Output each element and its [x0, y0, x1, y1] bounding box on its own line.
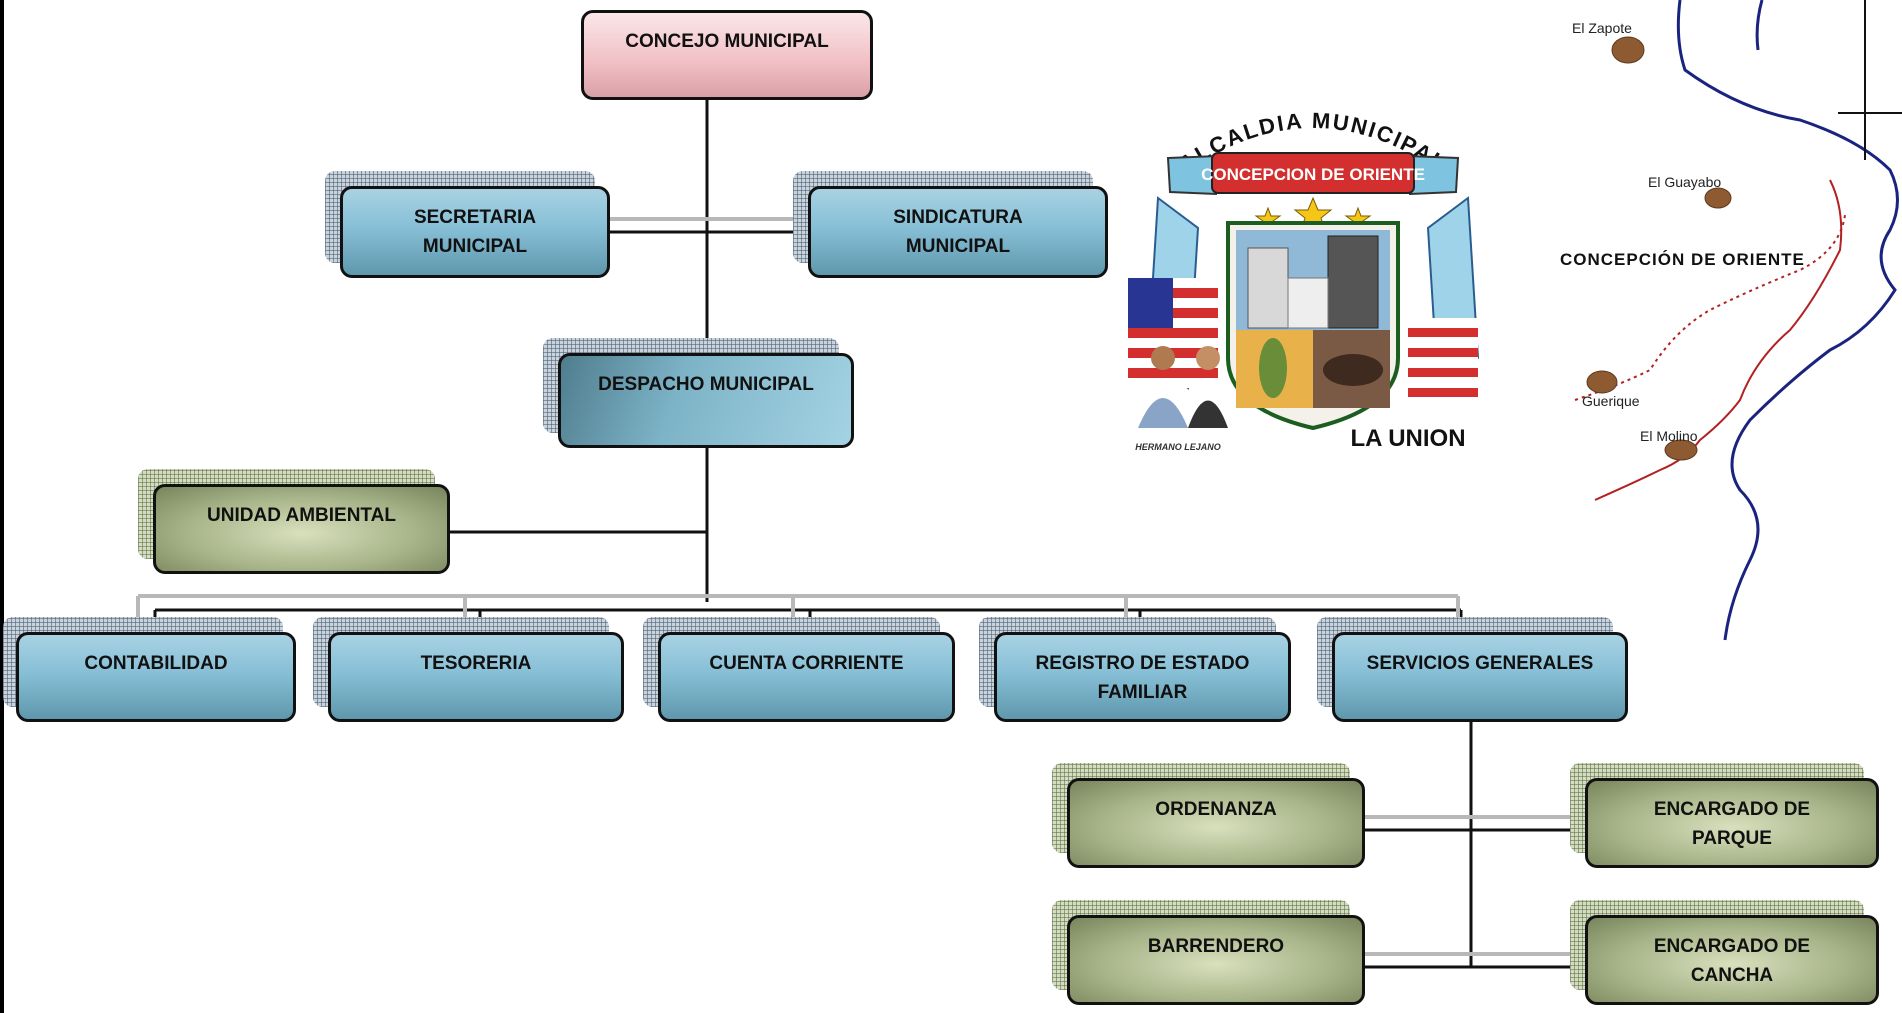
node-tesoreria: TESORERIA: [328, 632, 624, 722]
node-registro-line2: FAMILIAR: [1097, 682, 1188, 703]
node-encargado-cancha-line1: ENCARGADO DE: [1653, 936, 1811, 957]
node-tesoreria-label: TESORERIA: [420, 653, 532, 674]
emblem-ribbon-text: CONCEPCION DE ORIENTE: [1201, 165, 1425, 184]
map-label-guerique: Guerique: [1582, 393, 1640, 409]
node-sindicatura-municipal: SINDICATURA MUNICIPAL: [808, 186, 1108, 278]
node-cuenta-corriente: CUENTA CORRIENTE: [658, 632, 955, 722]
emblem-bottom-text: LA UNION: [1350, 425, 1465, 452]
path-line: [1574, 214, 1846, 401]
node-encargado-parque-line1: ENCARGADO DE: [1653, 799, 1811, 820]
left-edge-rule: [0, 0, 4, 1013]
node-sindicatura-line2: MUNICIPAL: [905, 236, 1011, 257]
node-unidad-ambiental-label: UNIDAD AMBIENTAL: [207, 505, 396, 526]
place-markers: [1586, 36, 1732, 461]
emblem-small-text: HERMANO LEJANO: [1135, 442, 1221, 452]
node-unidad-ambiental: UNIDAD AMBIENTAL: [153, 484, 450, 574]
node-servicios-label: SERVICIOS GENERALES: [1366, 653, 1594, 674]
map-lines: [1574, 0, 1902, 641]
node-registro-line1: REGISTRO DE ESTADO: [1035, 653, 1250, 674]
node-encargado-cancha-line2: CANCHA: [1690, 965, 1774, 986]
node-encargado-parque: ENCARGADO DE PARQUE: [1585, 778, 1879, 868]
road-line: [1594, 179, 1843, 501]
node-barrendero-label: BARRENDERO: [1147, 936, 1285, 957]
river-line: [1676, 0, 1899, 641]
node-secretaria-municipal: SECRETARIA MUNICIPAL: [340, 186, 610, 278]
map-label-el-molino: El Molino: [1640, 428, 1698, 444]
map-label-concepcion: CONCEPCIÓN DE ORIENTE: [1560, 250, 1805, 269]
node-contabilidad: CONTABILIDAD: [16, 632, 296, 722]
node-barrendero: BARRENDERO: [1067, 915, 1365, 1005]
node-despacho-label: DESPACHO MUNICIPAL: [598, 374, 814, 395]
node-contabilidad-label: CONTABILIDAD: [84, 653, 228, 674]
node-encargado-parque-line2: PARQUE: [1692, 828, 1772, 849]
node-cuenta-corriente-label: CUENTA CORRIENTE: [709, 653, 904, 674]
node-encargado-cancha: ENCARGADO DE CANCHA: [1585, 915, 1879, 1005]
node-registro-estado-familiar: REGISTRO DE ESTADO FAMILIAR: [994, 632, 1291, 722]
node-secretaria-line1: SECRETARIA: [413, 207, 537, 228]
map-label-el-guayabo: El Guayabo: [1648, 174, 1722, 190]
node-concejo-municipal: CONCEJO MUNICIPAL: [581, 10, 873, 100]
node-sindicatura-line1: SINDICATURA: [893, 207, 1023, 228]
node-secretaria-line2: MUNICIPAL: [422, 236, 528, 257]
node-servicios-generales: SERVICIOS GENERALES: [1332, 632, 1628, 722]
location-map: El Zapote El Guayabo CONCEPCIÓN DE ORIEN…: [1500, 0, 1902, 680]
node-ordenanza-label: ORDENANZA: [1155, 799, 1277, 820]
node-despacho-municipal: DESPACHO MUNICIPAL: [558, 353, 854, 448]
node-ordenanza: ORDENANZA: [1067, 778, 1365, 868]
map-label-el-zapote: El Zapote: [1572, 20, 1632, 36]
node-concejo-label: CONCEJO MUNICIPAL: [625, 31, 829, 52]
